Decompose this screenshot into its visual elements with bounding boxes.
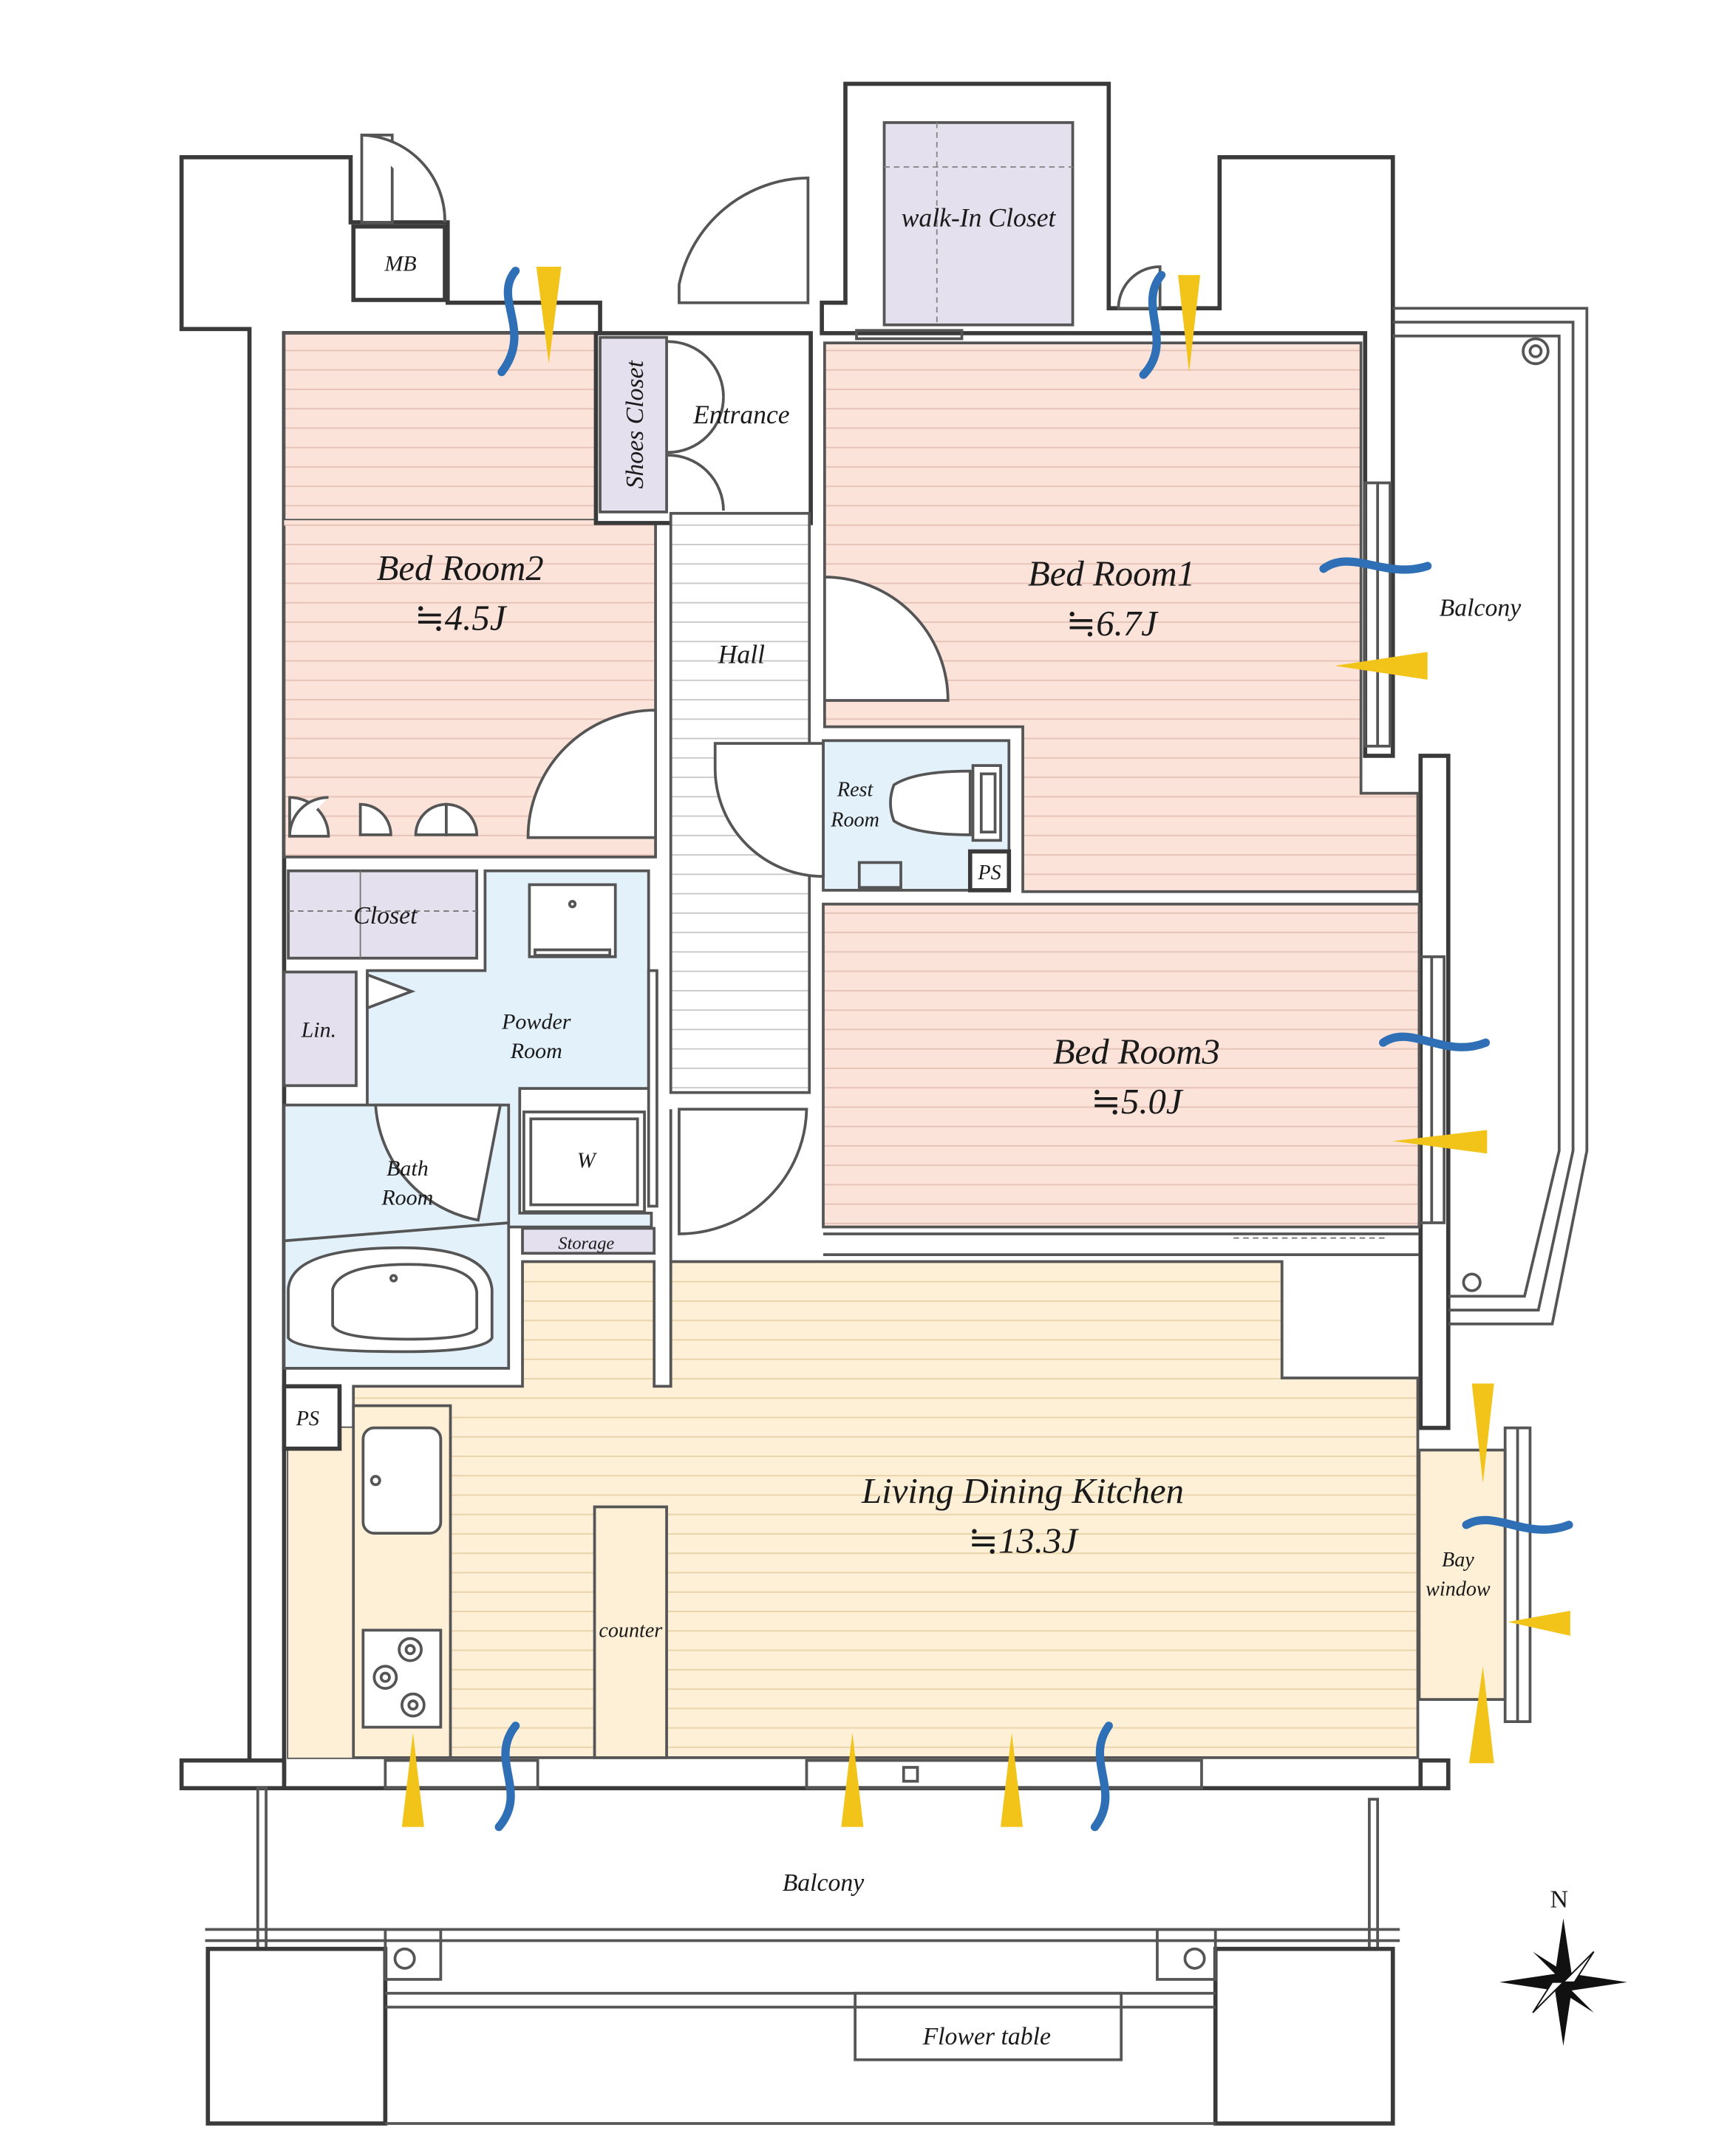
bed-room-2-size: ≒4.5J: [415, 598, 508, 638]
light-icon: [1178, 275, 1201, 372]
bath-room-label-2: Room: [381, 1186, 433, 1210]
ps-label-2: PS: [296, 1408, 319, 1430]
balcony-east-label: Balcony: [1440, 595, 1522, 622]
ldk-name: Living Dining Kitchen: [861, 1471, 1184, 1511]
shoes-closet-label: Shoes Closet: [621, 359, 649, 488]
ps-label-1: PS: [977, 862, 1001, 884]
compass: N: [1499, 1886, 1627, 2046]
wind-icon: [1139, 270, 1166, 379]
light-icon: [841, 1733, 864, 1827]
rest-room-label-1: Rest: [837, 778, 874, 801]
bath-room-label-1: Bath: [386, 1156, 429, 1181]
east-balcony: Balcony: [1392, 307, 1589, 1326]
closet-area: Closet Lin.: [282, 869, 479, 1088]
rest-room-label-2: Room: [830, 809, 879, 832]
wind-icon: [1319, 557, 1432, 574]
walk-in-closet-label: walk-In Closet: [902, 203, 1057, 233]
powder-room-label-1: Powder: [501, 1009, 571, 1034]
light-icon: [1468, 1666, 1494, 1764]
light-icon: [536, 266, 562, 364]
light-icon: [401, 1733, 424, 1827]
bath-room: Bath Room: [282, 1103, 511, 1370]
bed-room-1-name: Bed Room1: [1028, 553, 1195, 593]
bay-window: Bay window: [1417, 1426, 1532, 1724]
compass-north-label: N: [1550, 1886, 1568, 1913]
light-icon: [1471, 1383, 1494, 1484]
ventilation-indicators: [401, 266, 1573, 1832]
hall-label: Hall: [718, 639, 765, 669]
rest-room: PS Rest Room: [713, 739, 1012, 893]
closet-label: Closet: [353, 902, 418, 929]
bed-room-2-name: Bed Room2: [377, 548, 544, 588]
south-balcony: Balcony Flower table: [205, 1787, 1400, 2126]
living-dining-kitchen: counter PS Living Dining Kitchen ≒13.3J: [282, 1108, 1420, 1790]
light-icon: [1508, 1611, 1570, 1636]
light-icon: [1335, 652, 1428, 680]
light-icon: [1392, 1130, 1488, 1154]
wind-icon: [494, 1722, 520, 1832]
wind-icon: [497, 266, 520, 377]
light-icon: [1001, 1733, 1024, 1827]
wind-icon: [1462, 1515, 1573, 1534]
storage-label: Storage: [558, 1234, 614, 1254]
bay-window-label-2: window: [1426, 1577, 1491, 1600]
linen-label: Lin.: [301, 1018, 337, 1043]
entrance: Shoes Closet Entrance: [593, 177, 813, 525]
bed-room-3: Bed Room3 ≒5.0J: [822, 902, 1446, 1256]
mb-box: MB: [351, 133, 447, 302]
bed-room-3-size: ≒5.0J: [1091, 1082, 1184, 1122]
bay-window-label-1: Bay: [1442, 1549, 1474, 1572]
powder-room-label-2: Room: [510, 1039, 562, 1063]
bed-room-2: Bed Room2 ≒4.5J: [282, 332, 657, 859]
walk-in-closet: walk-In Closet: [855, 121, 1075, 341]
ldk-size: ≒13.3J: [968, 1521, 1079, 1560]
counter-label: counter: [599, 1620, 663, 1642]
bed-room-1-size: ≒6.7J: [1066, 604, 1159, 644]
bed-room-3-name: Bed Room3: [1053, 1031, 1220, 1071]
balcony-south-label: Balcony: [783, 1869, 865, 1897]
washer-label: W: [577, 1148, 598, 1173]
entrance-label: Entrance: [692, 400, 790, 429]
flower-table-label: Flower table: [922, 2023, 1051, 2050]
wind-icon: [1090, 1722, 1113, 1832]
mb-label: MB: [384, 252, 416, 276]
wind-icon: [1379, 1032, 1491, 1051]
